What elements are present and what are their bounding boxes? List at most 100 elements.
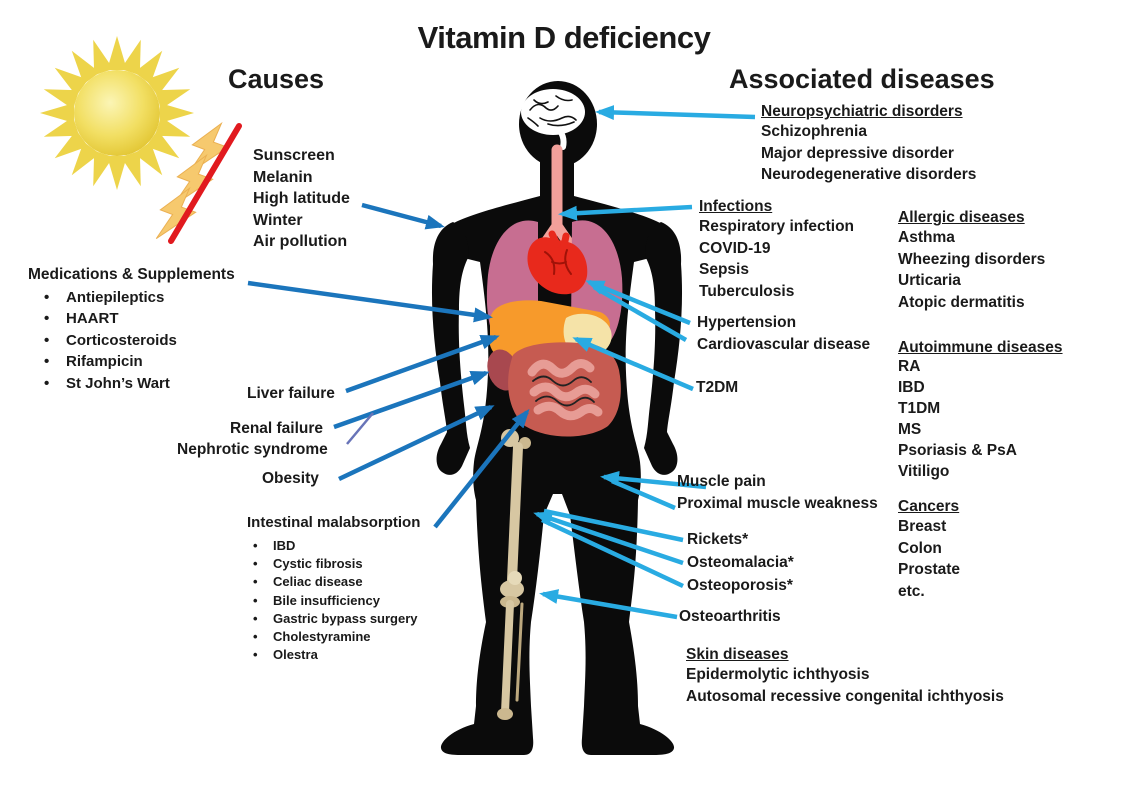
arrow-muscle-pain <box>600 470 707 490</box>
autoimmune-item: IBD <box>898 378 925 396</box>
disease-arrows <box>533 104 756 620</box>
neuropsychiatric-item: Major depressive disorder <box>761 144 954 162</box>
malabsorption-item: Gastric bypass surgery <box>251 610 420 628</box>
autoimmune-item: Vitiligo <box>898 462 950 480</box>
bone-disease-item: Osteoporosis* <box>687 577 793 594</box>
allergic-item: Urticaria <box>898 272 961 290</box>
bone-disease-list: Rickets* Osteomalacia* Osteoporosis* <box>687 528 794 597</box>
malabsorption-item: Cholestyramine <box>251 628 420 646</box>
right-arm <box>644 222 683 475</box>
medication-item: Rifampicin <box>28 351 235 373</box>
malabsorption-item: Bile insufficiency <box>251 592 420 610</box>
cancers-heading: Cancers <box>898 498 960 515</box>
neuropsychiatric-item: Neurodegenerative disorders <box>761 166 977 184</box>
neuropsychiatric-item: Schizophrenia <box>761 123 867 140</box>
muscle-item: Proximal muscle weakness <box>677 495 878 512</box>
blocked-sunlight-line <box>168 123 242 244</box>
medications-list: AntiepilepticsHAARTCorticosteroidsRifamp… <box>28 287 235 394</box>
left-arm <box>431 222 470 475</box>
arrow-muscle-weakness <box>611 478 676 511</box>
osteoarthritis-label: Osteoarthritis <box>679 608 781 625</box>
arrow-t2dm <box>572 336 694 392</box>
sun-cause-item: Sunscreen <box>253 147 335 164</box>
sun-cause-item: Air pollution <box>253 233 348 251</box>
arrow-medications <box>247 280 493 323</box>
medication-item: St John’s Wart <box>28 373 235 395</box>
malabsorption-item: Celiac disease <box>251 573 420 591</box>
arrow-osteoarthritis <box>539 589 678 620</box>
arrow-hypertension <box>585 279 691 326</box>
renal-failure-label: Renal failure <box>230 420 324 437</box>
cancer-item: Breast <box>898 518 947 535</box>
arrow-liver-failure <box>345 334 500 394</box>
autoimmune-item: T1DM <box>898 399 941 417</box>
associated-diseases-heading: Associated diseases <box>729 64 995 94</box>
sun-cause-item: High latitude <box>253 190 350 208</box>
medications-heading: Medications & Supplements <box>28 266 235 283</box>
allergic-heading: Allergic diseases <box>898 209 1025 226</box>
autoimmune-list: RA IBD T1DM MS Psoriasis & PsA Vitiligo <box>898 357 1063 482</box>
nephrotic-syndrome-label: Nephrotic syndrome <box>177 441 328 458</box>
bone-disease-item: Osteomalacia* <box>687 554 794 571</box>
sun-cause-item: Melanin <box>253 168 313 186</box>
autoimmune-item: MS <box>898 420 922 438</box>
autoimmune-heading: Autoimmune diseases <box>898 339 1063 356</box>
arrow-cardiovascular <box>592 285 688 342</box>
muscle-item: Muscle pain <box>677 473 766 490</box>
causes-heading: Causes <box>228 64 325 94</box>
medication-item: Antiepileptics <box>28 287 235 309</box>
cancer-item: Colon <box>898 539 942 557</box>
malabsorption-list: IBDCystic fibrosisCeliac diseaseBile ins… <box>251 537 420 665</box>
t2dm-label: T2DM <box>696 379 739 396</box>
skin-item: Autosomal recessive congenital ichthyosi… <box>686 687 1004 705</box>
medication-item: HAART <box>28 308 235 330</box>
liver-failure-label: Liver failure <box>247 385 335 402</box>
malabsorption-item: IBD <box>251 537 420 555</box>
autoimmune-item: Psoriasis & PsA <box>898 441 1017 459</box>
arrow-infections <box>558 204 693 221</box>
arrow-neuropsychiatric <box>595 104 756 120</box>
uv-bolts-icon <box>153 117 233 246</box>
hypertension-label: Hypertension <box>697 314 797 331</box>
skin-heading: Skin diseases <box>686 646 789 663</box>
autoimmune-item: RA <box>898 358 921 375</box>
arrow-obesity <box>338 404 495 482</box>
arrow-osteoporosis <box>541 517 684 589</box>
arrow-osteomalacia <box>533 511 684 566</box>
infection-item: COVID-19 <box>699 239 771 257</box>
allergic-item: Atopic dermatitis <box>898 294 1025 312</box>
allergic-item: Asthma <box>898 229 955 246</box>
neuropsychiatric-heading: Neuropsychiatric disorders <box>761 103 963 120</box>
arrow-malabsorption <box>433 408 530 529</box>
malabsorption-item: Cystic fibrosis <box>251 555 420 573</box>
skin-item: Epidermolytic ichthyosis <box>686 666 870 683</box>
infection-item: Tuberculosis <box>699 283 795 301</box>
cancer-item: etc. <box>898 583 925 601</box>
cardiovascular-label: Cardiovascular disease <box>697 336 871 353</box>
intestines <box>508 342 621 437</box>
allergic-item: Wheezing disorders <box>898 250 1046 268</box>
sun-disc <box>74 70 160 156</box>
bone-disease-item: Rickets* <box>687 531 749 548</box>
malabsorption-item: Olestra <box>251 646 420 664</box>
arrow-sun-causes <box>361 202 445 230</box>
cause-arrows <box>247 202 530 529</box>
line-nephrotic-syndrome <box>346 412 374 445</box>
leg-bones-icon <box>497 429 531 720</box>
obesity-label: Obesity <box>262 470 319 487</box>
medication-item: Corticosteroids <box>28 330 235 352</box>
page-title: Vitamin D deficiency <box>417 20 711 55</box>
brain-icon <box>521 89 585 150</box>
heart-icon <box>527 230 588 295</box>
malabsorption-heading: Intestinal malabsorption <box>247 514 421 531</box>
sun-cause-item: Winter <box>253 211 303 229</box>
